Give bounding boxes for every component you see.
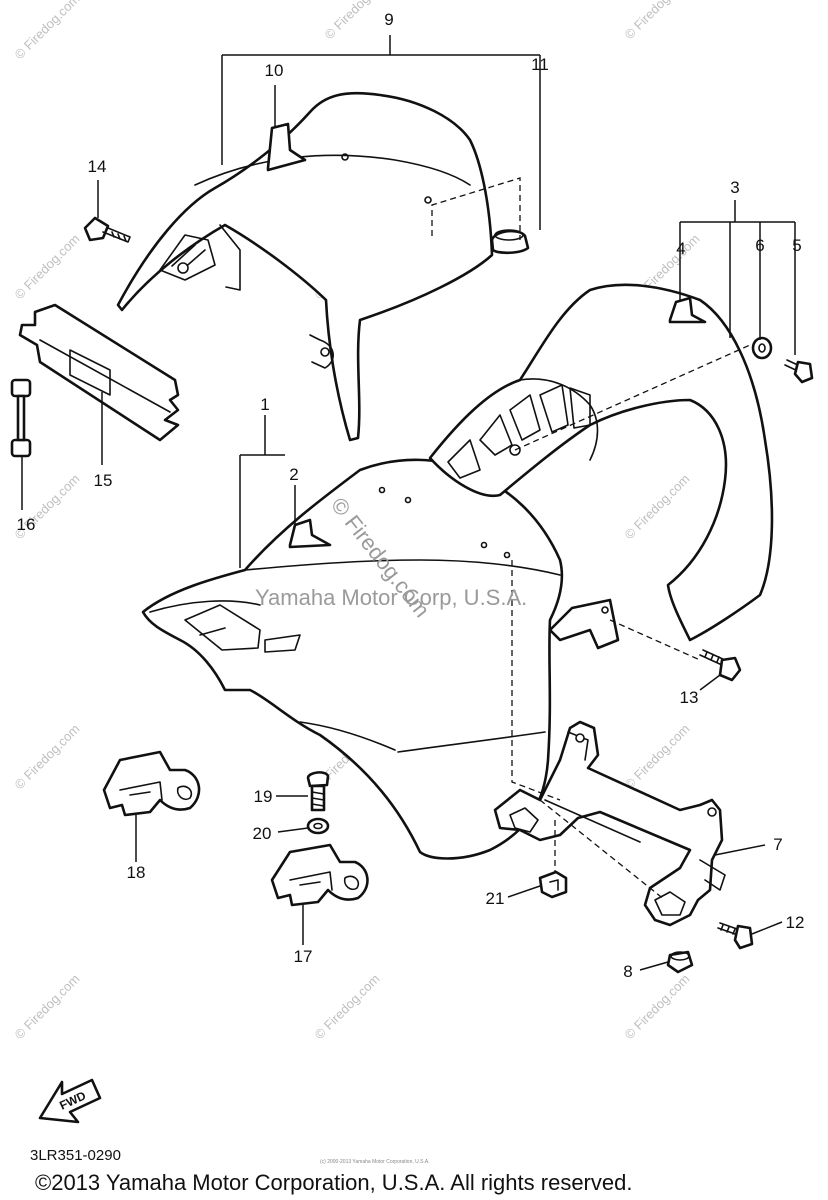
seat-lock-17 xyxy=(270,843,369,907)
callout-1: 1 xyxy=(260,395,269,414)
callout-18: 18 xyxy=(127,863,146,882)
washer-20 xyxy=(306,817,330,835)
callout-10: 10 xyxy=(265,61,284,80)
watermark: © Firedog.com xyxy=(12,231,83,302)
callout-9: 9 xyxy=(384,10,393,29)
bolt-19 xyxy=(306,771,330,812)
callout-2: 2 xyxy=(289,465,298,484)
callout-15: 15 xyxy=(94,471,113,490)
callout-7: 7 xyxy=(773,835,782,854)
forward-arrow: FWD xyxy=(38,1078,102,1124)
watermark: © Firedog.com xyxy=(622,971,693,1042)
seat-plate xyxy=(18,303,180,442)
watermark: © Firedog.com xyxy=(322,0,393,42)
fine-print: (c) 2000-2013 Yamaha Motor Corporation, … xyxy=(320,1159,430,1165)
callout-6: 6 xyxy=(755,236,764,255)
callout-16: 16 xyxy=(17,515,36,534)
callout-14: 14 xyxy=(88,157,107,176)
diagram-code: 3LR351-0290 xyxy=(30,1147,121,1164)
nut-8 xyxy=(666,950,694,974)
callout-13: 13 xyxy=(680,688,699,707)
washer-6 xyxy=(751,336,773,360)
callout-19: 19 xyxy=(254,787,273,806)
callout-8: 8 xyxy=(623,962,632,981)
front-seat xyxy=(141,458,620,860)
copyright: ©2013 Yamaha Motor Corporation, U.S.A. A… xyxy=(35,1170,632,1195)
bolt-13 xyxy=(699,649,742,682)
screw-5 xyxy=(784,359,814,384)
seat-bracket-7 xyxy=(493,720,726,927)
callout-3: 3 xyxy=(730,178,739,197)
watermark: © Firedog.com xyxy=(12,721,83,792)
callout-11: 11 xyxy=(531,55,549,74)
watermark: © Firedog.com xyxy=(622,721,693,792)
rear-seat xyxy=(116,91,494,442)
watermark: © Firedog.com xyxy=(12,971,83,1042)
watermark-center-subtext: Yamaha Motor Corp, U.S.A. xyxy=(255,585,527,610)
watermark: © Firedog.com xyxy=(622,471,693,542)
callout-20: 20 xyxy=(253,824,272,843)
clip-21 xyxy=(538,870,568,899)
rear-cowl xyxy=(428,283,774,642)
watermark: © Firedog.com xyxy=(12,0,83,62)
callout-21: 21 xyxy=(486,889,505,908)
leader-lines xyxy=(21,35,796,971)
assembly-lines xyxy=(431,177,751,901)
seat-lock-18 xyxy=(102,750,201,817)
seat-strap xyxy=(10,378,32,458)
callout-5: 5 xyxy=(792,236,801,255)
grommet-11 xyxy=(490,229,530,255)
callouts: 9 10 11 14 3 4 6 5 1 2 15 16 13 19 20 7 … xyxy=(17,10,805,981)
callout-4: 4 xyxy=(676,239,685,258)
watermark: © Firedog.com xyxy=(312,971,383,1042)
callout-17: 17 xyxy=(294,947,313,966)
bolt-14 xyxy=(83,216,131,243)
watermark: © Firedog.com xyxy=(622,0,693,42)
callout-12: 12 xyxy=(786,913,805,932)
bolt-12 xyxy=(717,922,754,950)
